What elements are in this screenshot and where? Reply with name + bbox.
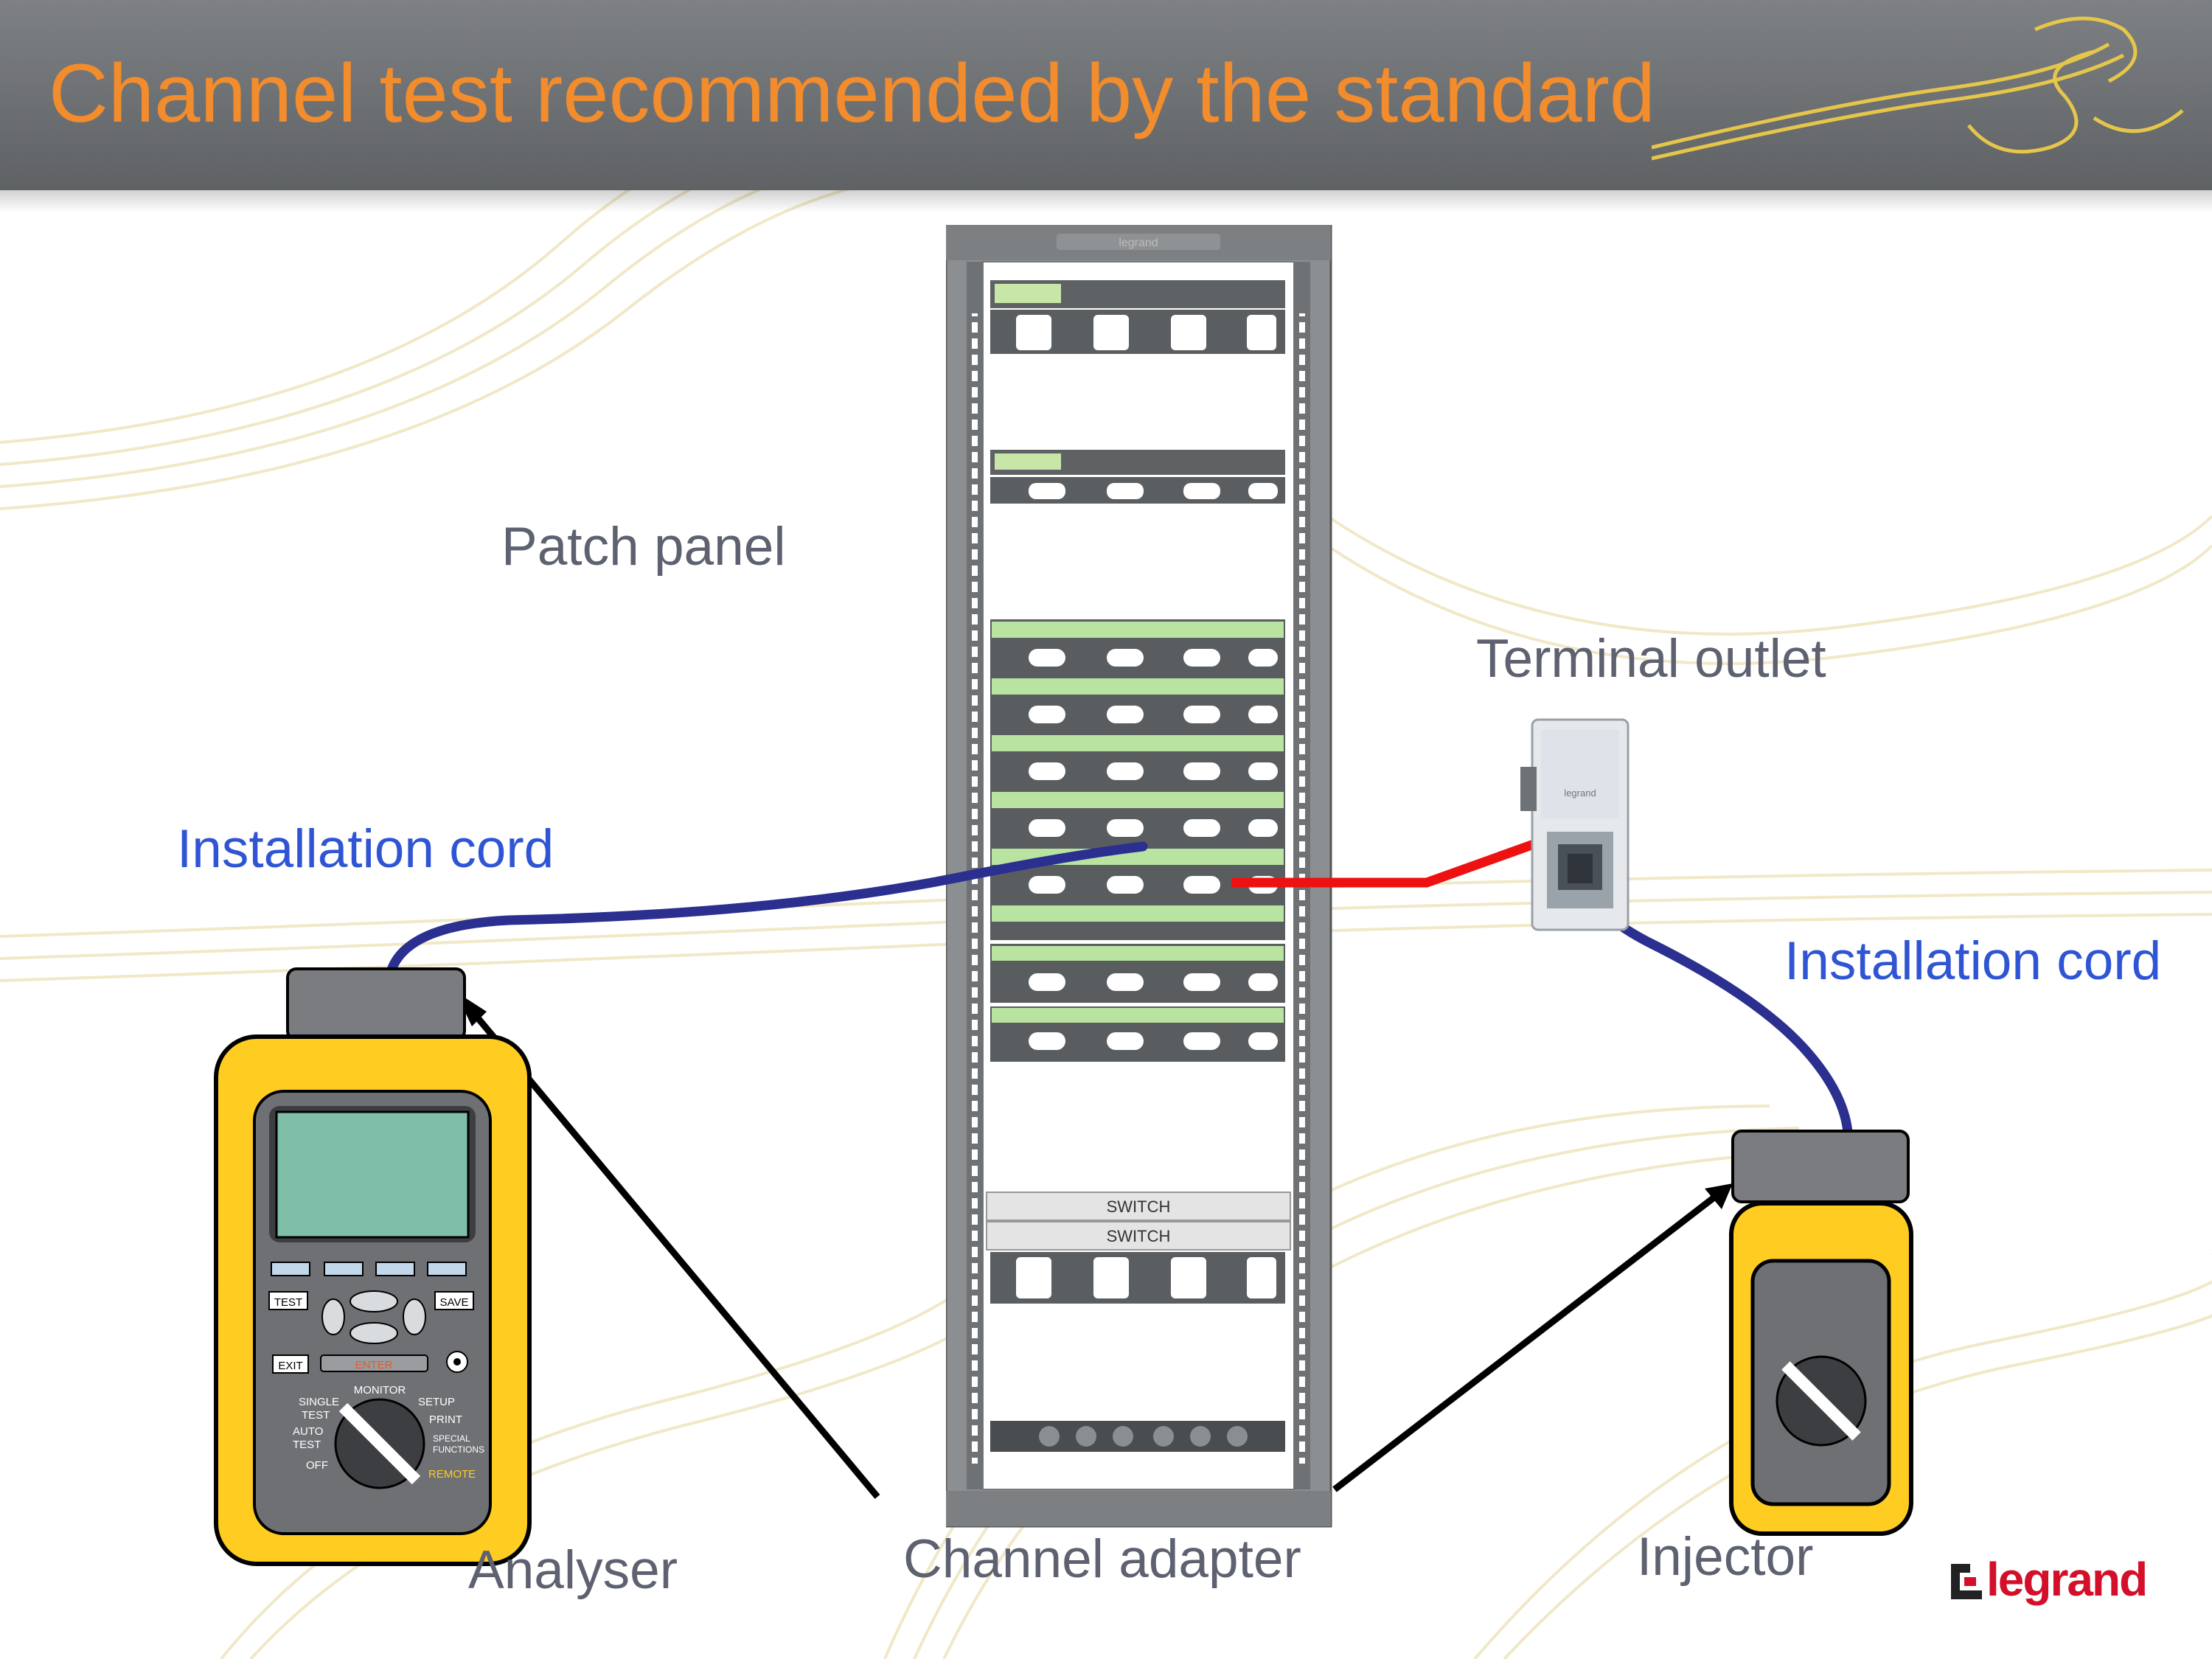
legrand-logo-text: legrand	[1986, 1553, 2148, 1606]
terminal-outlet-label: Terminal outlet	[1476, 629, 1826, 689]
dial-auto-label: AUTO	[293, 1425, 323, 1438]
dial-remote-label: REMOTE	[428, 1468, 476, 1481]
arrow-to-analyser	[465, 1004, 880, 1499]
header-shadow	[0, 190, 2212, 212]
dial-test-label-1: TEST	[302, 1409, 330, 1422]
legrand-logo-mark	[1951, 1564, 1982, 1599]
dial-test-label-2: TEST	[293, 1439, 321, 1451]
dial-print-label: PRINT	[429, 1413, 462, 1426]
dial-monitor-label: MONITOR	[354, 1384, 406, 1397]
save-button: SAVE	[440, 1296, 469, 1309]
analyser-label: Analyser	[468, 1540, 678, 1600]
legrand-logo: legrand	[1948, 1552, 2154, 1611]
installation-cord-label-left: Installation cord	[177, 819, 554, 879]
outlet-brand-label: legrand	[1564, 787, 1596, 799]
terminal-outlet: legrand	[1520, 718, 1630, 931]
exit-button: EXIT	[278, 1360, 302, 1372]
dial-setup-label: SETUP	[418, 1396, 455, 1408]
switch-1-label: SWITCH	[1107, 1197, 1171, 1216]
dial-functions-label: FUNCTIONS	[433, 1444, 484, 1455]
dial-off-label: OFF	[306, 1459, 328, 1472]
installation-cord-left	[386, 841, 1148, 977]
dial-single-label: SINGLE	[299, 1396, 339, 1408]
patch-panel-label: Patch panel	[501, 517, 786, 577]
header-logo-swirl	[1652, 16, 2184, 161]
server-rack: legrand	[946, 225, 1332, 1528]
injector-label: Injector	[1637, 1527, 1814, 1587]
header-band	[0, 0, 2212, 190]
page-title: Channel test recommended by the standard	[49, 47, 1656, 139]
installation-cord-label-right: Installation cord	[1784, 931, 2162, 991]
arrowhead-injector	[1705, 1183, 1733, 1209]
channel-adapter-label: Channel adapter	[903, 1529, 1301, 1589]
patch-cord-red	[1231, 839, 1536, 888]
arrow-to-injector	[1332, 1192, 1720, 1492]
test-button: TEST	[274, 1296, 302, 1309]
switch-2-label: SWITCH	[1107, 1227, 1171, 1245]
enter-button: ENTER	[355, 1359, 393, 1371]
dial-special-label: SPECIAL	[433, 1433, 470, 1444]
rack-brand-label: legrand	[1119, 237, 1158, 249]
injector-device	[1729, 1130, 1913, 1536]
analyser-device: TEST SAVE EXIT ENTER MONITOR SINGLE TEST…	[214, 967, 532, 1566]
